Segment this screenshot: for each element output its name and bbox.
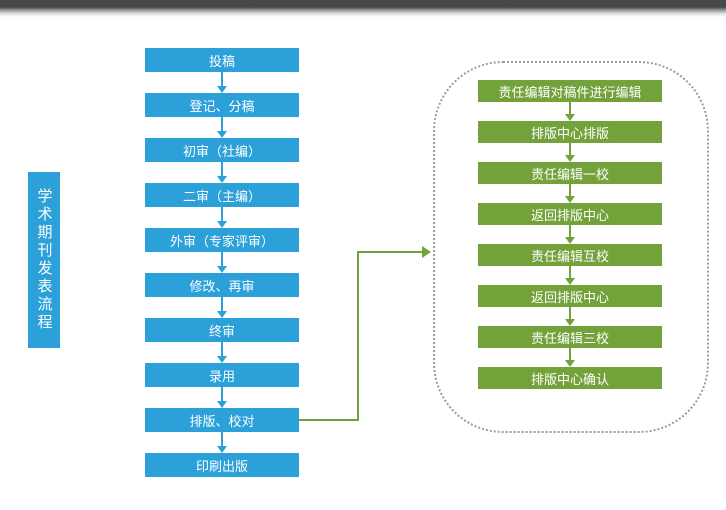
- down-arrow-icon: [217, 432, 227, 453]
- diagram-title-vertical: 学术期刊发表流程: [28, 172, 60, 348]
- sub-flow-step: 返回排版中心: [478, 203, 662, 225]
- sub-flow-step: 返回排版中心: [478, 285, 662, 307]
- main-flow-step: 初审（社编）: [145, 138, 299, 162]
- down-arrow-icon: [217, 387, 227, 408]
- flow-connector-horizontal: [299, 419, 359, 421]
- down-arrow-icon: [217, 252, 227, 273]
- sub-flow-step: 责任编辑互校: [478, 244, 662, 266]
- down-arrow-icon: [217, 117, 227, 138]
- sub-flow-step: 排版中心确认: [478, 367, 662, 389]
- main-flow-step: 修改、再审: [145, 273, 299, 297]
- sub-flow-step: 责任编辑对稿件进行编辑: [478, 80, 662, 102]
- down-arrow-icon: [565, 348, 575, 367]
- main-flow-step: 投稿: [145, 48, 299, 72]
- main-flow-step: 终审: [145, 318, 299, 342]
- down-arrow-icon: [565, 307, 575, 326]
- right-arrow-icon: [422, 246, 431, 258]
- top-banner: [0, 0, 726, 17]
- main-flow-step: 排版、校对: [145, 408, 299, 432]
- down-arrow-icon: [565, 225, 575, 244]
- dotted-group-frame: [433, 61, 709, 433]
- sub-flow-step: 排版中心排版: [478, 121, 662, 143]
- main-flow-column: 投稿 登记、分稿 初审（社编） 二审（主编） 外审（专家评审） 修改、再审 终审…: [145, 48, 299, 477]
- down-arrow-icon: [565, 102, 575, 121]
- flow-connector-horizontal: [357, 251, 422, 253]
- down-arrow-icon: [217, 72, 227, 93]
- down-arrow-icon: [217, 342, 227, 363]
- down-arrow-icon: [565, 184, 575, 203]
- main-flow-step: 印刷出版: [145, 453, 299, 477]
- down-arrow-icon: [217, 207, 227, 228]
- sub-flow-step: 责任编辑一校: [478, 162, 662, 184]
- sub-flow-column: 责任编辑对稿件进行编辑 排版中心排版 责任编辑一校 返回排版中心 责任编辑互校 …: [478, 80, 662, 389]
- down-arrow-icon: [217, 162, 227, 183]
- down-arrow-icon: [565, 143, 575, 162]
- down-arrow-icon: [217, 297, 227, 318]
- main-flow-step: 二审（主编）: [145, 183, 299, 207]
- flow-connector-vertical: [357, 251, 359, 421]
- down-arrow-icon: [565, 266, 575, 285]
- main-flow-step: 外审（专家评审）: [145, 228, 299, 252]
- main-flow-step: 录用: [145, 363, 299, 387]
- sub-flow-step: 责任编辑三校: [478, 326, 662, 348]
- main-flow-step: 登记、分稿: [145, 93, 299, 117]
